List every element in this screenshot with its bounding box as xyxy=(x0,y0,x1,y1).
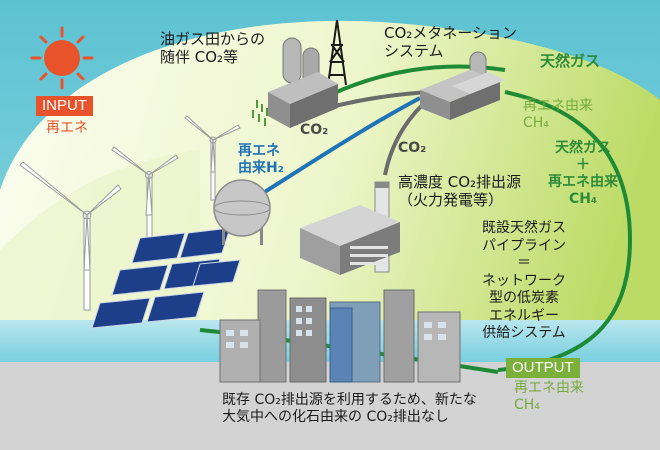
input-badge: INPUT xyxy=(36,96,93,116)
renewable-ch4-label-top: 再エネ由来 CH₄ xyxy=(523,98,593,132)
h2-pipe xyxy=(253,96,421,200)
wind-turbine-3 xyxy=(184,115,241,201)
output-ch4-label: 再エネ由来 CH₄ xyxy=(514,380,584,414)
existing-source-note: 既存 CO₂排出源を利用するため、新たな 大気中への化石由来の CO₂排出なし xyxy=(222,392,477,426)
high-concentration-co2-label: 高濃度 CO₂排出源 （火力発電等） xyxy=(398,173,522,210)
input-sub-label: 再エネ xyxy=(46,120,88,136)
co2-label-oilfield: CO₂ xyxy=(300,122,329,138)
natural-gas-plus-renewable-label: 天然ガス ＋ 再エネ由来 CH₄ xyxy=(548,140,618,208)
oil-gas-co2-label: 油ガス田からの 随伴 CO₂等 xyxy=(160,30,266,67)
sun-icon xyxy=(30,26,94,90)
co2-label-thermal: CO₂ xyxy=(398,140,427,156)
oil-gas-field-facility xyxy=(252,19,347,128)
hydrogen-tank xyxy=(213,179,271,245)
city-buildings xyxy=(219,289,461,383)
pipeline-description: 既設天然ガス パイプライン ＝ ネットワーク 型の低炭素 エネルギー 供給システ… xyxy=(482,220,566,341)
solar-panel-field xyxy=(91,227,241,329)
thermal-power-plant xyxy=(300,181,400,275)
natural-gas-label-top: 天然ガス xyxy=(540,52,601,70)
output-badge: OUTPUT xyxy=(506,358,580,378)
wind-turbines xyxy=(19,115,241,311)
renewable-h2-label: 再エネ 由来H₂ xyxy=(238,143,284,177)
wind-turbine-1 xyxy=(19,161,122,311)
wind-turbine-2 xyxy=(111,146,179,251)
methanation-plant xyxy=(420,51,505,120)
methanation-label: CO₂メタネーション システム xyxy=(384,24,517,61)
gas-pipeline-loop xyxy=(497,90,633,372)
